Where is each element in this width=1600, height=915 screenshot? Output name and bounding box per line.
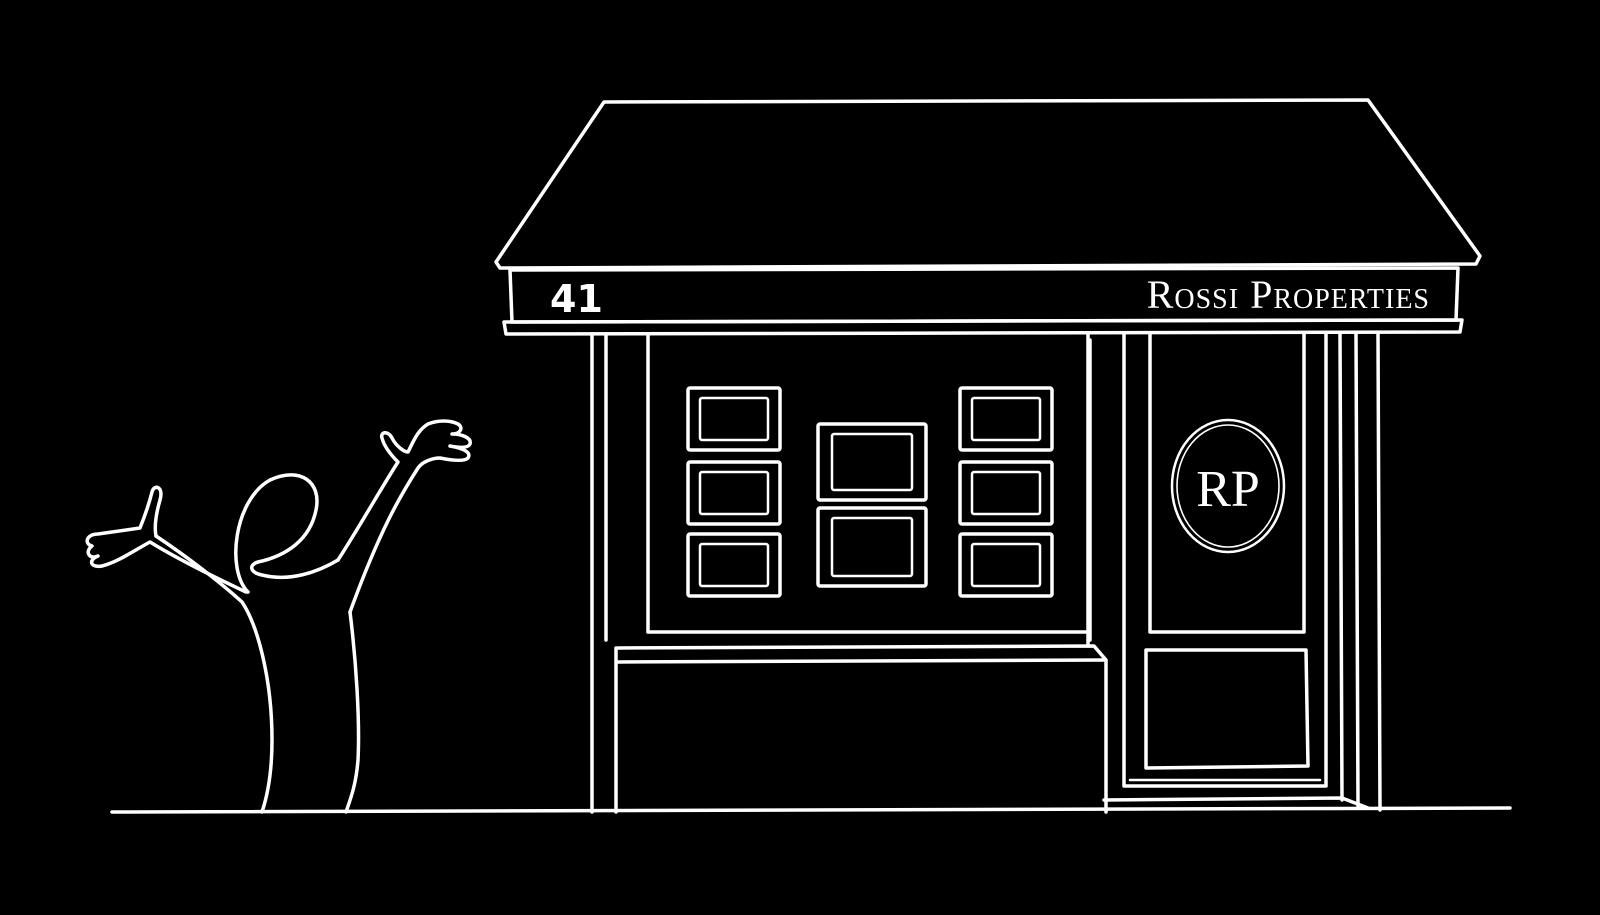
listing-frame-left-3 <box>686 532 782 598</box>
door-logo-monogram: RP <box>1196 461 1260 518</box>
listing-frame-left-2 <box>686 460 782 526</box>
listing-frame-right-3 <box>958 532 1054 598</box>
ground-line <box>110 806 1512 814</box>
waving-person-icon <box>85 419 472 814</box>
shop-sign-name: Rossi Properties <box>1147 272 1430 317</box>
listing-frame-right-1 <box>958 386 1054 452</box>
listing-frame-center-2 <box>816 506 928 588</box>
street-number: 41 <box>550 277 603 321</box>
listing-frame-left-1 <box>686 386 782 452</box>
listing-frame-right-2 <box>958 460 1054 526</box>
rp-logo-icon: RP <box>1170 418 1286 554</box>
shop-front-icon: RP 41 Rossi Properties <box>494 98 1482 814</box>
listing-frame-center-1 <box>816 422 928 502</box>
